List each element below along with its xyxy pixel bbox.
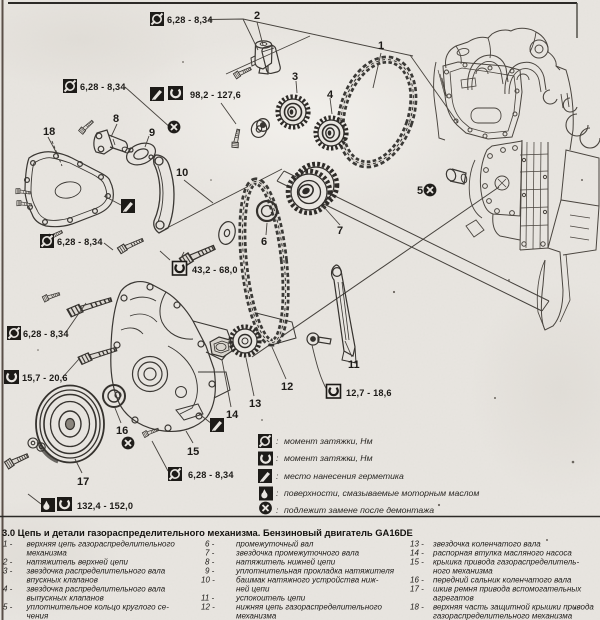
svg-text:11: 11 bbox=[348, 359, 360, 371]
svg-text:шкив ремня привода вспомогател: шкив ремня привода вспомогательных bbox=[433, 585, 582, 594]
svg-text:механизма: механизма bbox=[27, 548, 68, 557]
svg-text:8 -: 8 - bbox=[205, 557, 215, 566]
svg-text:6,28 - 8,34: 6,28 - 8,34 bbox=[23, 329, 69, 339]
svg-text:14: 14 bbox=[226, 409, 239, 421]
svg-text:15,7 - 20,6: 15,7 - 20,6 bbox=[22, 373, 68, 383]
svg-text:1: 1 bbox=[378, 40, 384, 52]
svg-text:крышка привода газораспределит: крышка привода газораспределитель- bbox=[433, 557, 579, 566]
svg-text:ного механизма: ного механизма bbox=[433, 567, 493, 576]
svg-text:6,28 - 8,34: 6,28 - 8,34 bbox=[167, 15, 213, 25]
svg-text:2 -: 2 - bbox=[2, 557, 13, 566]
svg-text:43,2 - 68,0: 43,2 - 68,0 bbox=[192, 265, 238, 275]
svg-text:подлежит замене после демонтаж: подлежит замене после демонтажа bbox=[284, 505, 434, 515]
svg-text::: : bbox=[276, 436, 279, 446]
svg-text:нижняя цепь газораспределитель: нижняя цепь газораспределительного bbox=[236, 603, 383, 612]
svg-text:верхняя цепь газораспределител: верхняя цепь газораспределительного bbox=[27, 539, 176, 548]
svg-text:распорная втулка масляного нас: распорная втулка масляного насоса bbox=[432, 548, 572, 557]
svg-text:10 -: 10 - bbox=[201, 576, 215, 585]
svg-text:уплотнительное кольцо круглого: уплотнительное кольцо круглого се- bbox=[26, 603, 170, 612]
svg-text:13 -: 13 - bbox=[410, 539, 424, 548]
svg-text:ней цепи: ней цепи bbox=[236, 585, 270, 594]
svg-text:3: 3 bbox=[292, 71, 298, 83]
svg-text:5 -: 5 - bbox=[3, 603, 13, 612]
svg-text:18: 18 bbox=[43, 126, 55, 138]
svg-text:6,28 - 8,34: 6,28 - 8,34 bbox=[57, 237, 103, 247]
svg-text:6,28 - 8,34: 6,28 - 8,34 bbox=[80, 82, 126, 92]
svg-text:17: 17 bbox=[77, 476, 89, 488]
svg-text:7 -: 7 - bbox=[205, 548, 215, 557]
svg-text:звездочка промежуточного вала: звездочка промежуточного вала bbox=[235, 548, 360, 557]
svg-text:звездочка коленчатого вала: звездочка коленчатого вала bbox=[432, 539, 541, 548]
svg-text:2: 2 bbox=[254, 10, 260, 22]
svg-text:агрегатов: агрегатов bbox=[433, 594, 474, 603]
svg-text:132,4 - 152,0: 132,4 - 152,0 bbox=[77, 501, 133, 511]
svg-text:12,7 - 18,6: 12,7 - 18,6 bbox=[346, 388, 392, 398]
svg-text:4: 4 bbox=[327, 89, 334, 101]
svg-text:13: 13 bbox=[249, 398, 261, 410]
svg-text:звездочка распределительного в: звездочка распределительного вала bbox=[26, 585, 166, 594]
svg-text:звездочка распределительного в: звездочка распределительного вала bbox=[26, 567, 166, 576]
svg-text:натяжитель верхней цепи: натяжитель верхней цепи bbox=[27, 557, 129, 566]
svg-text:успокоитель цепи: успокоитель цепи bbox=[235, 594, 306, 603]
svg-text:14 -: 14 - bbox=[410, 548, 424, 557]
svg-text:16 -: 16 - bbox=[410, 576, 424, 585]
svg-text:8: 8 bbox=[113, 113, 119, 125]
svg-text:промежуточный вал: промежуточный вал bbox=[236, 539, 314, 548]
svg-text:натяжитель нижней цепи: натяжитель нижней цепи bbox=[236, 557, 336, 566]
svg-text:4 -: 4 - bbox=[3, 585, 13, 594]
svg-text::: : bbox=[276, 505, 279, 515]
svg-text:15 -: 15 - bbox=[410, 557, 424, 566]
svg-text:газораспределительного механиз: газораспределительного механизма bbox=[433, 612, 573, 620]
svg-text:3 -: 3 - bbox=[3, 567, 13, 576]
svg-text:6: 6 bbox=[261, 236, 267, 248]
svg-text:12 -: 12 - bbox=[201, 603, 215, 612]
svg-text:17 -: 17 - bbox=[410, 585, 424, 594]
svg-text:уплотнительная прокладка натяж: уплотнительная прокладка натяжителя bbox=[235, 567, 395, 576]
svg-text::: : bbox=[276, 471, 279, 481]
svg-text:1 -: 1 - bbox=[3, 539, 13, 548]
svg-text:6 -: 6 - bbox=[205, 539, 215, 548]
svg-text:10: 10 bbox=[176, 167, 188, 179]
svg-text:выпускных клапанов: выпускных клапанов bbox=[27, 594, 104, 603]
svg-text:место нанесения герметика: место нанесения герметика bbox=[284, 471, 404, 481]
svg-text:9: 9 bbox=[149, 127, 155, 139]
svg-text:передний сальник коленчатого в: передний сальник коленчатого вала bbox=[433, 576, 572, 585]
svg-text:18 -: 18 - bbox=[410, 603, 424, 612]
svg-text:чения: чения bbox=[27, 612, 49, 620]
svg-text:16: 16 bbox=[116, 425, 128, 437]
svg-text:98,2 - 127,6: 98,2 - 127,6 bbox=[190, 90, 241, 100]
svg-text:11 -: 11 - bbox=[201, 594, 215, 603]
svg-text:башмак натяжного устройства ни: башмак натяжного устройства ниж- bbox=[236, 576, 379, 585]
svg-text:9 -: 9 - bbox=[205, 567, 215, 576]
svg-text:поверхности, смазываемые мотор: поверхности, смазываемые моторным маслом bbox=[284, 488, 479, 498]
svg-text:момент затяжки, Нм: момент затяжки, Нм bbox=[284, 453, 373, 463]
svg-text::: : bbox=[276, 488, 279, 498]
svg-text:верхняя часть защитной крышки: верхняя часть защитной крышки привода bbox=[433, 603, 594, 612]
svg-text:впускных клапанов: впускных клапанов bbox=[27, 576, 98, 585]
svg-text:12: 12 bbox=[281, 381, 293, 393]
svg-text:5: 5 bbox=[417, 185, 423, 197]
svg-text:момент затяжки, Нм: момент затяжки, Нм bbox=[284, 436, 373, 446]
svg-text:механизма: механизма bbox=[236, 612, 277, 620]
svg-text:15: 15 bbox=[187, 446, 199, 458]
svg-text::: : bbox=[276, 453, 279, 463]
svg-text:7: 7 bbox=[337, 225, 343, 237]
svg-text:3.0 Цепь и детали газораспреде: 3.0 Цепь и детали газораспределительного… bbox=[2, 527, 413, 538]
svg-text:6,28 - 8,34: 6,28 - 8,34 bbox=[188, 470, 234, 480]
